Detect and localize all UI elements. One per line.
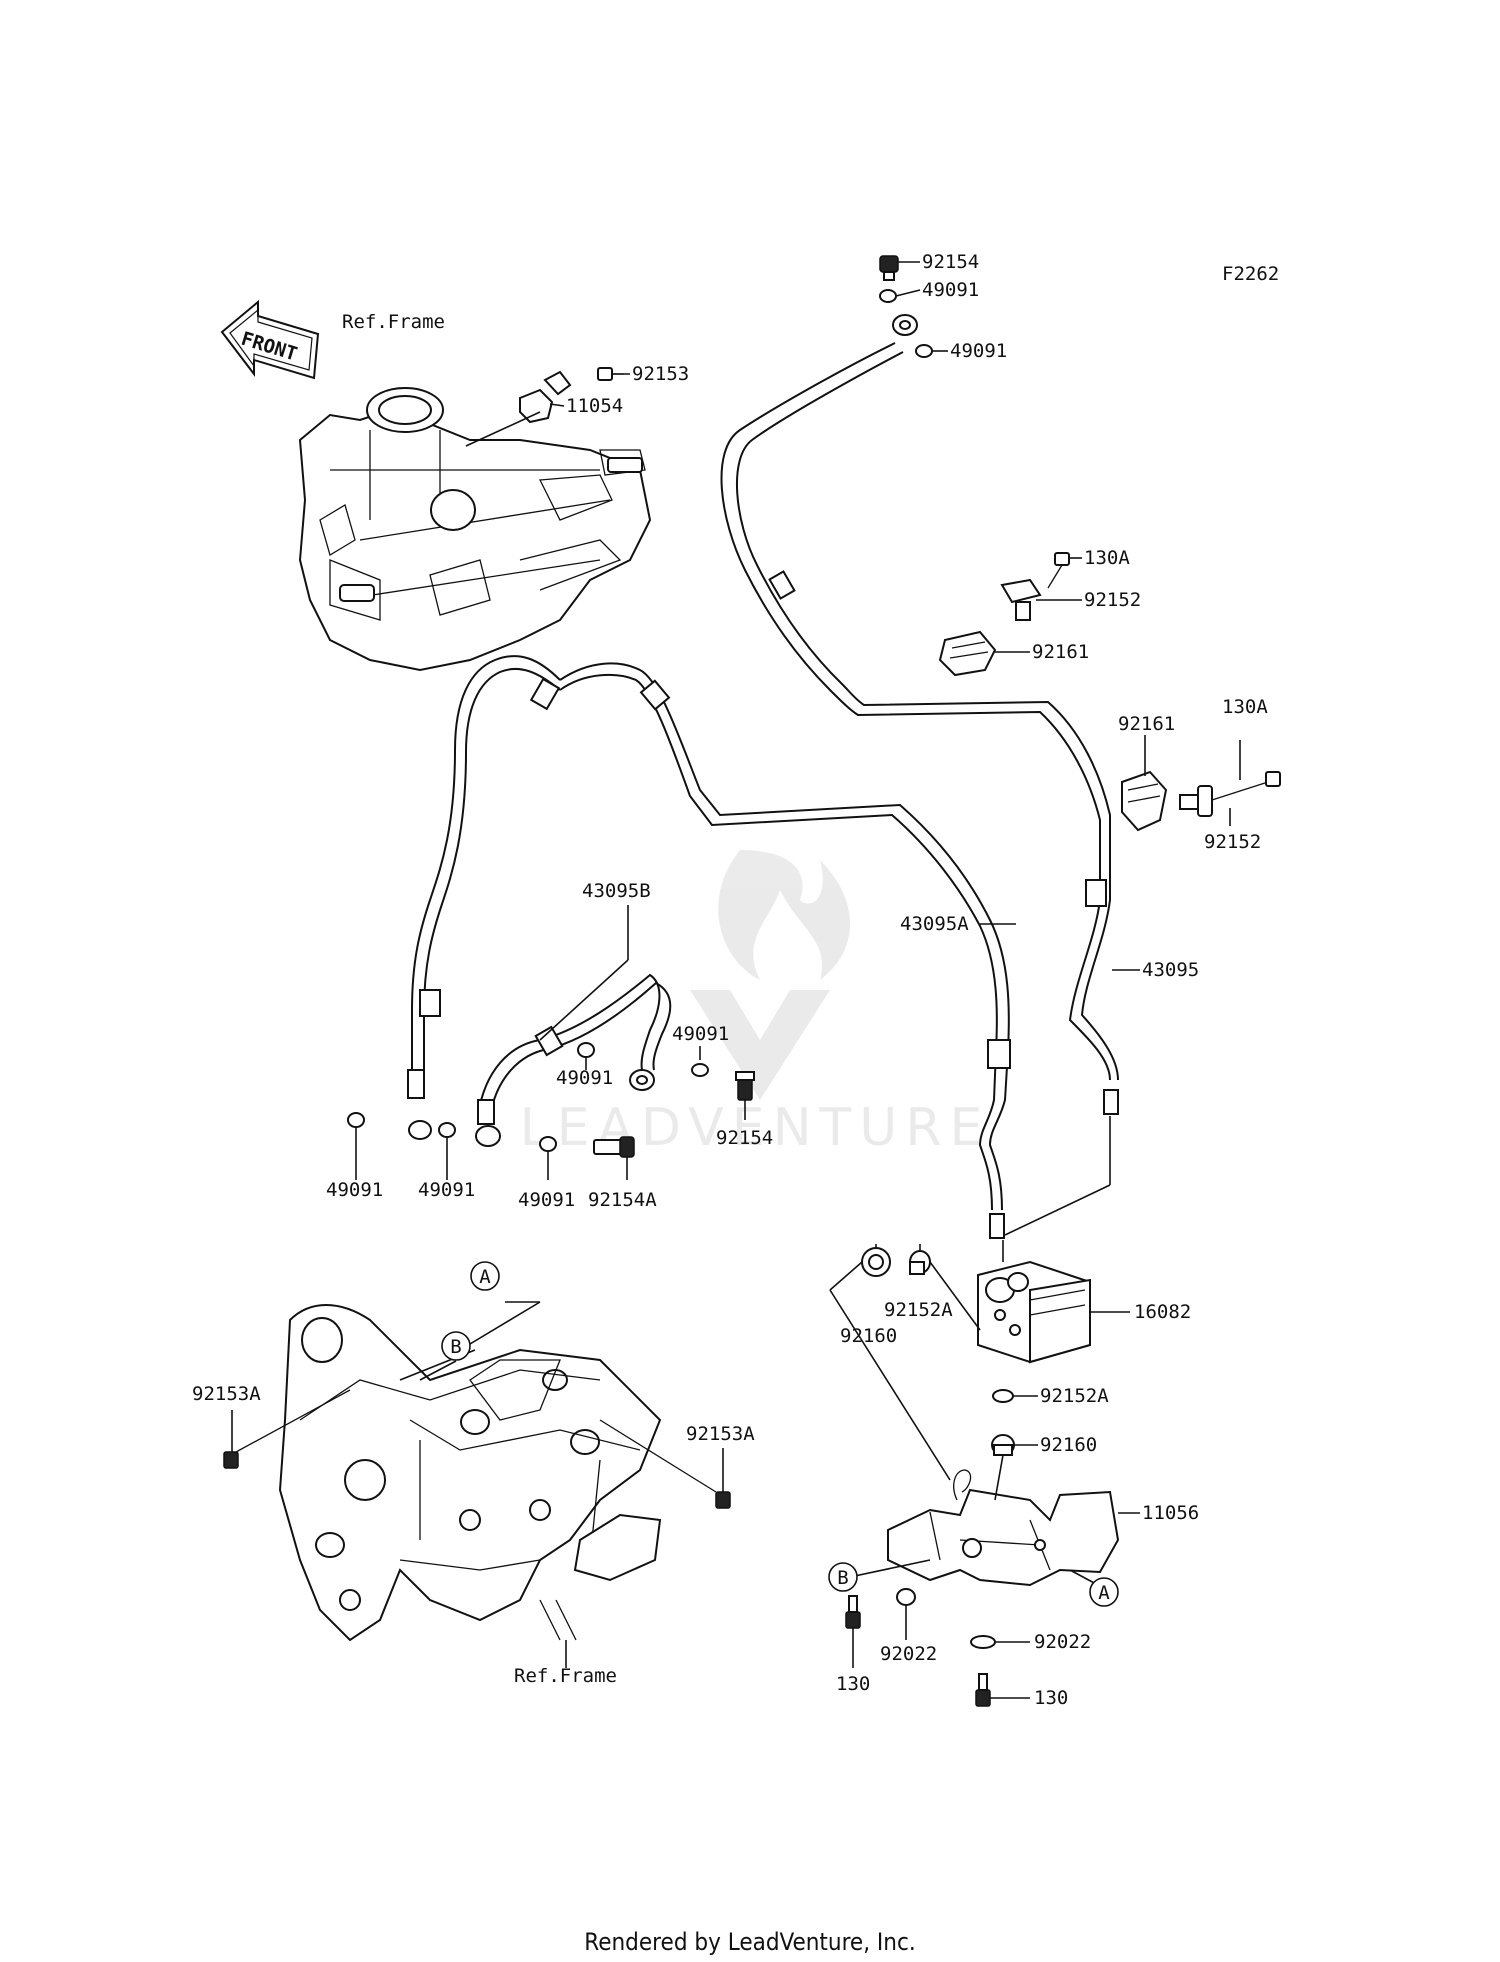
brake-hose-43095B	[477, 973, 672, 1125]
leader-lines	[231, 261, 1241, 1699]
callout-labels: Ref.Frame Ref.Frame 92154 49091 49091 92…	[192, 251, 1268, 1709]
banjo-fitting-mid	[629, 1069, 655, 1091]
abs-unit-16082	[977, 1260, 1091, 1364]
label-11054: 11054	[566, 395, 623, 417]
label-92152A-1: 92152A	[884, 1299, 953, 1321]
label-92152-2: 92152	[1204, 831, 1261, 853]
abs-bracket-11056	[887, 1469, 1120, 1587]
bolt-92153A-left	[223, 1389, 351, 1469]
label-43095: 43095	[1142, 959, 1199, 981]
label-130A-1: 130A	[1084, 547, 1130, 569]
clamp-bolt-92152-upper	[1000, 578, 1042, 621]
label-49091-l3: 49091	[518, 1189, 575, 1211]
label-92161-2: 92161	[1118, 713, 1175, 735]
washer-49091-top1	[879, 289, 897, 303]
banjo-fitting-top	[892, 314, 918, 336]
label-43095B: 43095B	[582, 880, 651, 902]
washer-49091-mid1	[577, 1042, 595, 1058]
svg-text:B: B	[450, 1336, 461, 1358]
brake-hose-left	[407, 655, 561, 1099]
figure-code: F2262	[1222, 263, 1279, 285]
grommet-92160-left	[861, 1247, 891, 1277]
washer-49091-l1	[347, 1112, 365, 1128]
bolt-130A-upper	[1047, 552, 1070, 589]
label-92161-1: 92161	[1032, 641, 1089, 663]
banjo-fitting-l	[408, 1120, 501, 1147]
label-92022-1: 92022	[880, 1643, 937, 1665]
grommet-92160-right	[991, 1434, 1015, 1456]
front-arrow-icon: FRONT	[220, 299, 320, 380]
washer-49091-top2	[915, 344, 933, 358]
circle-A-top: A	[470, 1261, 500, 1291]
grommet-92161-lower	[1121, 770, 1168, 832]
label-130-1: 130	[836, 1673, 870, 1695]
label-92153: 92153	[632, 363, 689, 385]
ref-frame-bottom-label: Ref.Frame	[514, 1665, 617, 1687]
washer-92022-left	[896, 1588, 916, 1606]
brake-hose-43095A	[559, 662, 1011, 1239]
label-130-2: 130	[1034, 1687, 1068, 1709]
banjo-bolt-92154-top	[879, 255, 899, 281]
label-49091-top2: 49091	[950, 340, 1007, 362]
banjo-bolt-92154A	[593, 1136, 635, 1158]
label-130A-2: 130A	[1222, 696, 1268, 718]
bolt-130-right	[975, 1673, 991, 1707]
circle-A-bottom: A	[1089, 1577, 1119, 1607]
label-49091-l1: 49091	[326, 1179, 383, 1201]
circle-B-bottom: B	[828, 1562, 858, 1592]
bolt-130A-lower	[1211, 771, 1281, 801]
washer-49091-l3	[539, 1136, 557, 1152]
steering-head-frame	[298, 387, 652, 672]
label-92153A-2: 92153A	[686, 1423, 755, 1445]
footer-credit: Rendered by LeadVenture, Inc.	[584, 1928, 916, 1956]
main-frame-lower	[278, 1304, 662, 1642]
grommet-92161-upper	[938, 630, 997, 677]
banjo-bolt-92154-mid	[735, 1071, 755, 1101]
clamp-bolt-92152-lower	[1179, 785, 1213, 817]
label-92152-1: 92152	[1084, 589, 1141, 611]
label-49091-mid2: 49091	[672, 1023, 729, 1045]
svg-text:A: A	[1098, 1582, 1110, 1604]
brake-hose-43095	[720, 342, 1119, 1115]
bolt-92153A-right	[599, 1419, 731, 1509]
washer-49091-mid2	[691, 1063, 709, 1077]
label-92152A-2: 92152A	[1040, 1385, 1109, 1407]
svg-text:A: A	[479, 1266, 491, 1288]
circle-B-top: B	[441, 1331, 471, 1361]
label-92160-1: 92160	[840, 1325, 897, 1347]
label-92154-mid: 92154	[716, 1127, 773, 1149]
ref-frame-top-label: Ref.Frame	[342, 311, 445, 333]
label-92153A-1: 92153A	[192, 1383, 261, 1405]
label-92154-top: 92154	[922, 251, 979, 273]
washer-92022-right	[970, 1635, 996, 1649]
clamp-11054	[519, 370, 572, 424]
label-49091-mid1: 49091	[556, 1067, 613, 1089]
svg-text:B: B	[837, 1567, 848, 1589]
label-92022-2: 92022	[1034, 1631, 1091, 1653]
collar-92152A-right	[992, 1389, 1014, 1403]
label-49091-l2: 49091	[418, 1179, 475, 1201]
collar-92152A-left	[909, 1250, 931, 1275]
label-16082: 16082	[1134, 1301, 1191, 1323]
label-92160-2: 92160	[1040, 1434, 1097, 1456]
label-43095A: 43095A	[900, 913, 969, 935]
label-11056: 11056	[1142, 1502, 1199, 1524]
bolt-130-left	[845, 1595, 861, 1629]
label-49091-top1: 49091	[922, 279, 979, 301]
label-92154A: 92154A	[588, 1189, 657, 1211]
